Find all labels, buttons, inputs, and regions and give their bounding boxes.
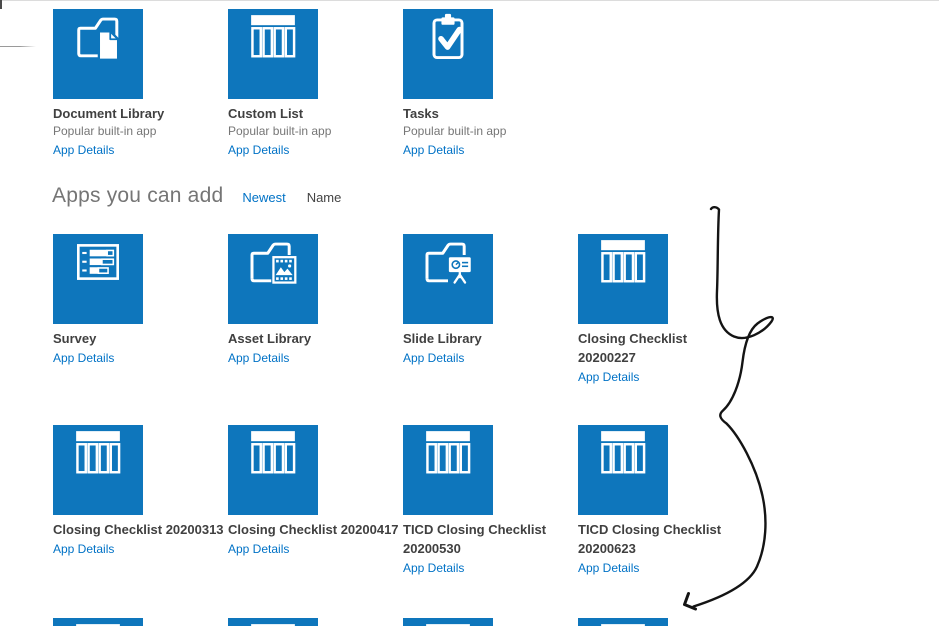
asset-library-icon: [250, 242, 297, 284]
app-title: Custom List: [228, 104, 402, 123]
app-tile[interactable]: [403, 618, 493, 626]
app-title: Closing Checklist 20200417: [228, 520, 402, 539]
custom-list-icon: [601, 624, 645, 626]
app-title-line: 20200530: [403, 541, 461, 556]
app-details-link[interactable]: App Details: [53, 351, 115, 365]
app-title: TICD Closing Checklist 20200623: [578, 520, 752, 558]
app-cell: Slide Library App Details: [402, 218, 577, 386]
app-title: TICD Closing Checklist 20200530: [403, 520, 577, 558]
app-tile[interactable]: [53, 9, 143, 99]
app-cell: Tasks Popular built-in app App Details: [402, 0, 577, 159]
survey-icon: [77, 244, 119, 280]
app-tile[interactable]: [228, 618, 318, 626]
app-cell-partial: [577, 602, 752, 626]
app-subtitle: Popular built-in app: [53, 124, 157, 138]
app-details-link[interactable]: App Details: [228, 351, 290, 365]
app-tile[interactable]: [578, 234, 668, 324]
custom-list-icon: [251, 624, 295, 626]
app-title-line: Closing Checklist: [578, 331, 688, 346]
app-cell: Asset Library App Details: [227, 218, 402, 386]
app-tile[interactable]: [228, 425, 318, 515]
app-details-link[interactable]: App Details: [578, 370, 640, 384]
app-tile[interactable]: [53, 234, 143, 324]
app-tile[interactable]: [403, 9, 493, 99]
app-details-link[interactable]: App Details: [403, 351, 465, 365]
sort-option-name[interactable]: Name: [306, 190, 342, 205]
addable-apps-row-3-partial: [52, 602, 752, 626]
custom-list-icon: [251, 15, 296, 58]
document-library-icon: [77, 17, 120, 61]
app-title: Survey: [53, 329, 227, 348]
app-title: Closing Checklist 20200227: [578, 329, 752, 367]
app-title-line: 20200623: [578, 541, 636, 556]
app-cell: TICD Closing Checklist 20200530 App Detai…: [402, 409, 577, 577]
addable-apps-row-1: Survey App Details Asset Library App Det…: [52, 218, 752, 386]
app-cell: TICD Closing Checklist 20200623 App Detai…: [577, 409, 752, 577]
app-details-link[interactable]: App Details: [403, 561, 465, 575]
app-tile[interactable]: [228, 9, 318, 99]
custom-list-icon: [251, 431, 296, 474]
slide-library-icon: [425, 242, 471, 284]
section-heading: Apps you can add: [52, 184, 224, 207]
app-title-line: TICD Closing Checklist: [578, 522, 722, 537]
app-title: Slide Library: [403, 329, 577, 348]
app-title-line: TICD Closing Checklist: [403, 522, 547, 537]
custom-list-icon: [426, 431, 471, 474]
app-title-line: Closing Checklist 20200417: [228, 522, 399, 537]
left-edge-tick: [0, 0, 2, 9]
app-cell: Closing Checklist 20200227 App Details: [577, 218, 752, 386]
app-title-line: 20200227: [578, 350, 636, 365]
app-tile[interactable]: [53, 425, 143, 515]
custom-list-icon: [426, 624, 470, 626]
app-title-line: Document Library: [53, 106, 165, 121]
app-subtitle: Popular built-in app: [228, 124, 332, 138]
app-cell: Survey App Details: [52, 218, 227, 386]
custom-list-icon: [601, 431, 646, 474]
sort-option-newest[interactable]: Newest: [242, 190, 286, 205]
app-tile[interactable]: [228, 234, 318, 324]
app-title-line: Asset Library: [228, 331, 312, 346]
app-details-link[interactable]: App Details: [228, 143, 290, 157]
left-horizontal-rule: [0, 46, 36, 47]
addable-apps-row-2: Closing Checklist 20200313 App Details C…: [52, 409, 752, 577]
tasks-icon: [432, 13, 464, 60]
app-subtitle: Popular built-in app: [403, 124, 507, 138]
custom-list-icon: [601, 240, 646, 283]
app-details-link[interactable]: App Details: [228, 542, 290, 556]
custom-list-icon: [76, 431, 121, 474]
app-details-link[interactable]: App Details: [53, 542, 115, 556]
app-tile[interactable]: [53, 618, 143, 626]
app-tile[interactable]: [403, 425, 493, 515]
app-cell: Document Library Popular built-in app Ap…: [52, 0, 227, 159]
app-title: Tasks: [403, 104, 577, 123]
app-cell-partial: [52, 602, 227, 626]
app-title-line: Custom List: [228, 106, 304, 121]
app-cell: Custom List Popular built-in app App Det…: [227, 0, 402, 159]
app-title-line: Slide Library: [403, 331, 482, 346]
app-cell-partial: [402, 602, 577, 626]
app-cell-partial: [227, 602, 402, 626]
app-cell: Closing Checklist 20200417 App Details: [227, 409, 402, 577]
top-divider-line: [0, 0, 939, 1]
app-tile[interactable]: [403, 234, 493, 324]
app-title: Closing Checklist 20200313: [53, 520, 227, 539]
app-title: Asset Library: [228, 329, 402, 348]
custom-list-icon: [76, 624, 120, 626]
app-details-link[interactable]: App Details: [578, 561, 640, 575]
app-details-link[interactable]: App Details: [403, 143, 465, 157]
builtin-apps-row: Document Library Popular built-in app Ap…: [52, 0, 752, 159]
app-title-line: Closing Checklist 20200313: [53, 522, 224, 537]
app-title-line: Tasks: [403, 106, 439, 121]
app-tile[interactable]: [578, 425, 668, 515]
app-details-link[interactable]: App Details: [53, 143, 115, 157]
apps-section-header: Apps you can add Newest Name: [52, 184, 341, 208]
app-title-line: Survey: [53, 331, 97, 346]
app-cell: Closing Checklist 20200313 App Details: [52, 409, 227, 577]
app-tile[interactable]: [578, 618, 668, 626]
app-title: Document Library: [53, 104, 227, 123]
